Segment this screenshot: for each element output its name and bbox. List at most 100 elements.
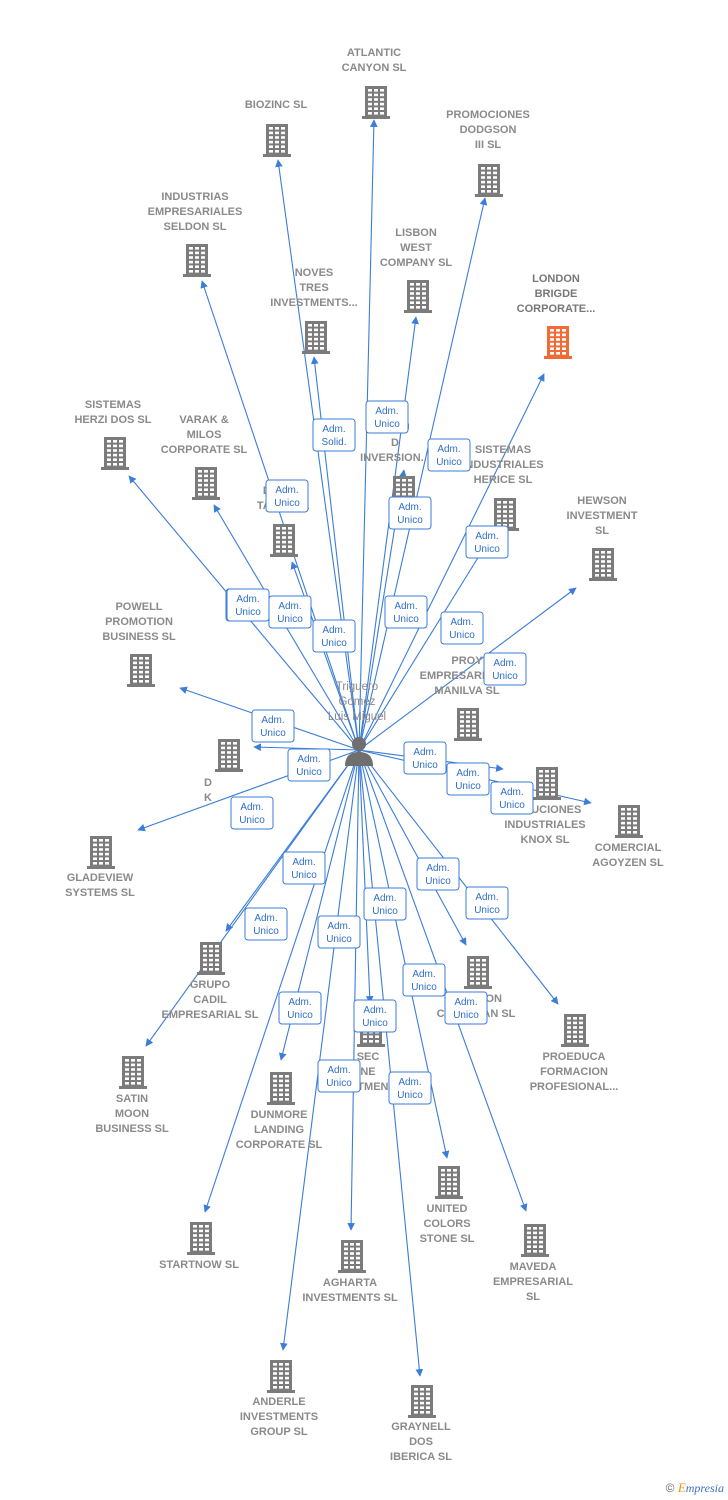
- role-badge-text: Adm.: [475, 892, 498, 903]
- building-window: [375, 1035, 379, 1038]
- building-window: [402, 483, 406, 487]
- role-badge-seco[interactable]: Adm.Unico: [363, 887, 407, 921]
- building-window: [497, 519, 501, 522]
- building-window: [396, 483, 400, 487]
- building-window: [205, 1243, 209, 1246]
- role-badge-text: Unico: [277, 614, 303, 625]
- building-window: [414, 1397, 418, 1400]
- role-badge-satin[interactable]: Adm.Unico: [244, 907, 288, 941]
- building-icon: [533, 767, 561, 800]
- role-badge-graynell[interactable]: Adm.Unico: [388, 1071, 432, 1105]
- building-window: [476, 968, 480, 971]
- role-badge-powell[interactable]: Adm.Unico: [251, 709, 295, 743]
- building-window: [113, 463, 117, 466]
- role-badge-united[interactable]: Adm.Unico: [402, 963, 446, 997]
- company-node-biozinc[interactable]: BIOZINC SL: [245, 99, 308, 157]
- role-badge-dodgson[interactable]: Adm.Unico: [427, 438, 471, 472]
- role-badge-estudios[interactable]: Adm.Unico: [384, 595, 428, 629]
- building-icon: [362, 86, 390, 119]
- role-badge-biozinc[interactable]: Adm.Unico: [265, 479, 309, 513]
- building-window: [527, 1250, 531, 1253]
- role-badge-manilva[interactable]: Adm.Unico: [403, 741, 447, 775]
- building-window: [460, 720, 464, 723]
- building-window: [210, 493, 214, 496]
- role-badge-dunmore[interactable]: Adm.Unico: [317, 915, 361, 949]
- role-badge-anderle[interactable]: Adm.Unico: [317, 1059, 361, 1093]
- role-badge-london[interactable]: Adm.Unico: [465, 525, 509, 559]
- role-badge-lisbon[interactable]: Adm.Unico: [388, 496, 432, 530]
- building-window: [441, 1187, 445, 1190]
- building-icon: [127, 654, 155, 687]
- role-badge-agoyzen[interactable]: Adm.Unico: [490, 781, 534, 815]
- role-badge-knox[interactable]: Adm.Unico: [446, 762, 490, 796]
- building-window: [285, 1084, 289, 1087]
- building-window: [441, 1173, 445, 1177]
- building-window: [107, 444, 111, 448]
- edge-startnow: [203, 749, 360, 1213]
- building-window: [137, 1077, 141, 1080]
- role-badge-dk[interactable]: Adm.Unico: [287, 748, 331, 782]
- node-label-line: TRES: [299, 282, 328, 294]
- role-badge-hewson[interactable]: Adm.Unico: [483, 652, 527, 686]
- company-node-estudios[interactable]: ESTUDINVERSION...: [360, 422, 430, 509]
- building-window: [285, 1376, 289, 1380]
- role-badge-noves[interactable]: Adm.Solid.: [312, 418, 356, 452]
- role-badge-agharta[interactable]: Adm.Unico: [353, 999, 397, 1033]
- building-window: [205, 1234, 209, 1237]
- edge-dream: [290, 561, 360, 751]
- role-badge-cowichan[interactable]: Adm.Unico: [416, 857, 460, 891]
- building-window: [198, 474, 202, 478]
- company-node-dk[interactable]: DK: [204, 739, 243, 804]
- role-badge-herzi[interactable]: Adm.Unico: [226, 588, 270, 622]
- role-badge-varak[interactable]: Adm.Unico: [268, 595, 312, 629]
- building-window: [195, 260, 199, 264]
- building-window: [579, 1017, 583, 1020]
- role-badge-maveda[interactable]: Adm.Unico: [444, 991, 488, 1025]
- company-node-startnow[interactable]: STARTNOW SL: [159, 1222, 239, 1271]
- building-window: [344, 1256, 348, 1260]
- role-badge-dream[interactable]: Adm.Unico: [312, 619, 356, 653]
- node-label-line: D: [204, 777, 212, 789]
- building-window: [551, 779, 555, 782]
- edges-layer: [128, 119, 592, 1377]
- role-badge-herice[interactable]: Adm.Unico: [440, 611, 484, 645]
- building-window: [279, 1367, 283, 1371]
- building-window: [131, 1082, 135, 1085]
- building-window: [137, 1082, 141, 1085]
- company-node-london[interactable]: LONDONBRIGDECORPORATE...: [517, 273, 596, 359]
- role-badge-startnow[interactable]: Adm.Unico: [278, 991, 322, 1025]
- company-node-noves[interactable]: NOVESTRESINVESTMENTS...: [270, 267, 358, 354]
- role-badge-text: Unico: [326, 934, 352, 945]
- building-window: [470, 982, 474, 985]
- role-badge-gladeview[interactable]: Adm.Unico: [230, 796, 274, 830]
- building-window: [607, 555, 611, 559]
- building-base: [267, 1102, 295, 1105]
- building-window: [209, 968, 213, 971]
- company-node-proeduca[interactable]: PROEDUCAFORMACIONPROFESIONAL...: [530, 1014, 619, 1093]
- building-window: [595, 560, 599, 563]
- role-badge-text: Unico: [397, 1090, 423, 1101]
- role-badge-proeduca[interactable]: Adm.Unico: [465, 886, 509, 920]
- role-badge-cadil[interactable]: Adm.Unico: [282, 851, 326, 885]
- role-badge-atlantic[interactable]: Adm.Unico: [365, 400, 409, 434]
